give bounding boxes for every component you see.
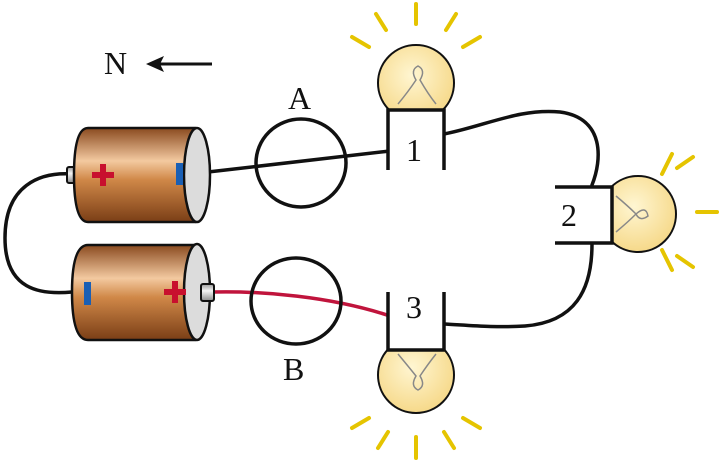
- wire-bulb2-to-bulb3: [442, 242, 594, 329]
- glow-rays-icon: [350, 416, 482, 460]
- wire-battery-link: [3, 172, 74, 295]
- bulb-1: [350, 2, 482, 170]
- minus-icon: [176, 163, 183, 185]
- bulb-3: [350, 292, 482, 460]
- loop-b: [249, 256, 343, 346]
- highlighted-wire: [212, 290, 392, 318]
- wires: [3, 109, 600, 329]
- wire-bulb1-to-bulb2: [442, 109, 600, 187]
- loop-a: [254, 117, 348, 209]
- battery-bottom: [70, 242, 215, 342]
- wire-top: [206, 149, 392, 174]
- bulb-3-label: 3: [406, 289, 422, 325]
- loop-a-label: A: [288, 80, 311, 116]
- glow-rays-icon: [350, 2, 482, 49]
- bulb-2: [555, 152, 719, 272]
- plus-icon: [92, 164, 114, 186]
- north-label: N: [104, 45, 127, 81]
- arrow-left-icon: [146, 56, 212, 72]
- battery-top: [66, 126, 212, 224]
- north-indicator: N: [104, 45, 212, 81]
- loop-b-label: B: [283, 351, 304, 387]
- minus-icon: [84, 282, 91, 305]
- glow-rays-icon: [660, 152, 719, 272]
- bulb-1-label: 1: [406, 132, 422, 168]
- bulb-2-label: 2: [561, 197, 577, 233]
- plus-icon: [164, 281, 186, 303]
